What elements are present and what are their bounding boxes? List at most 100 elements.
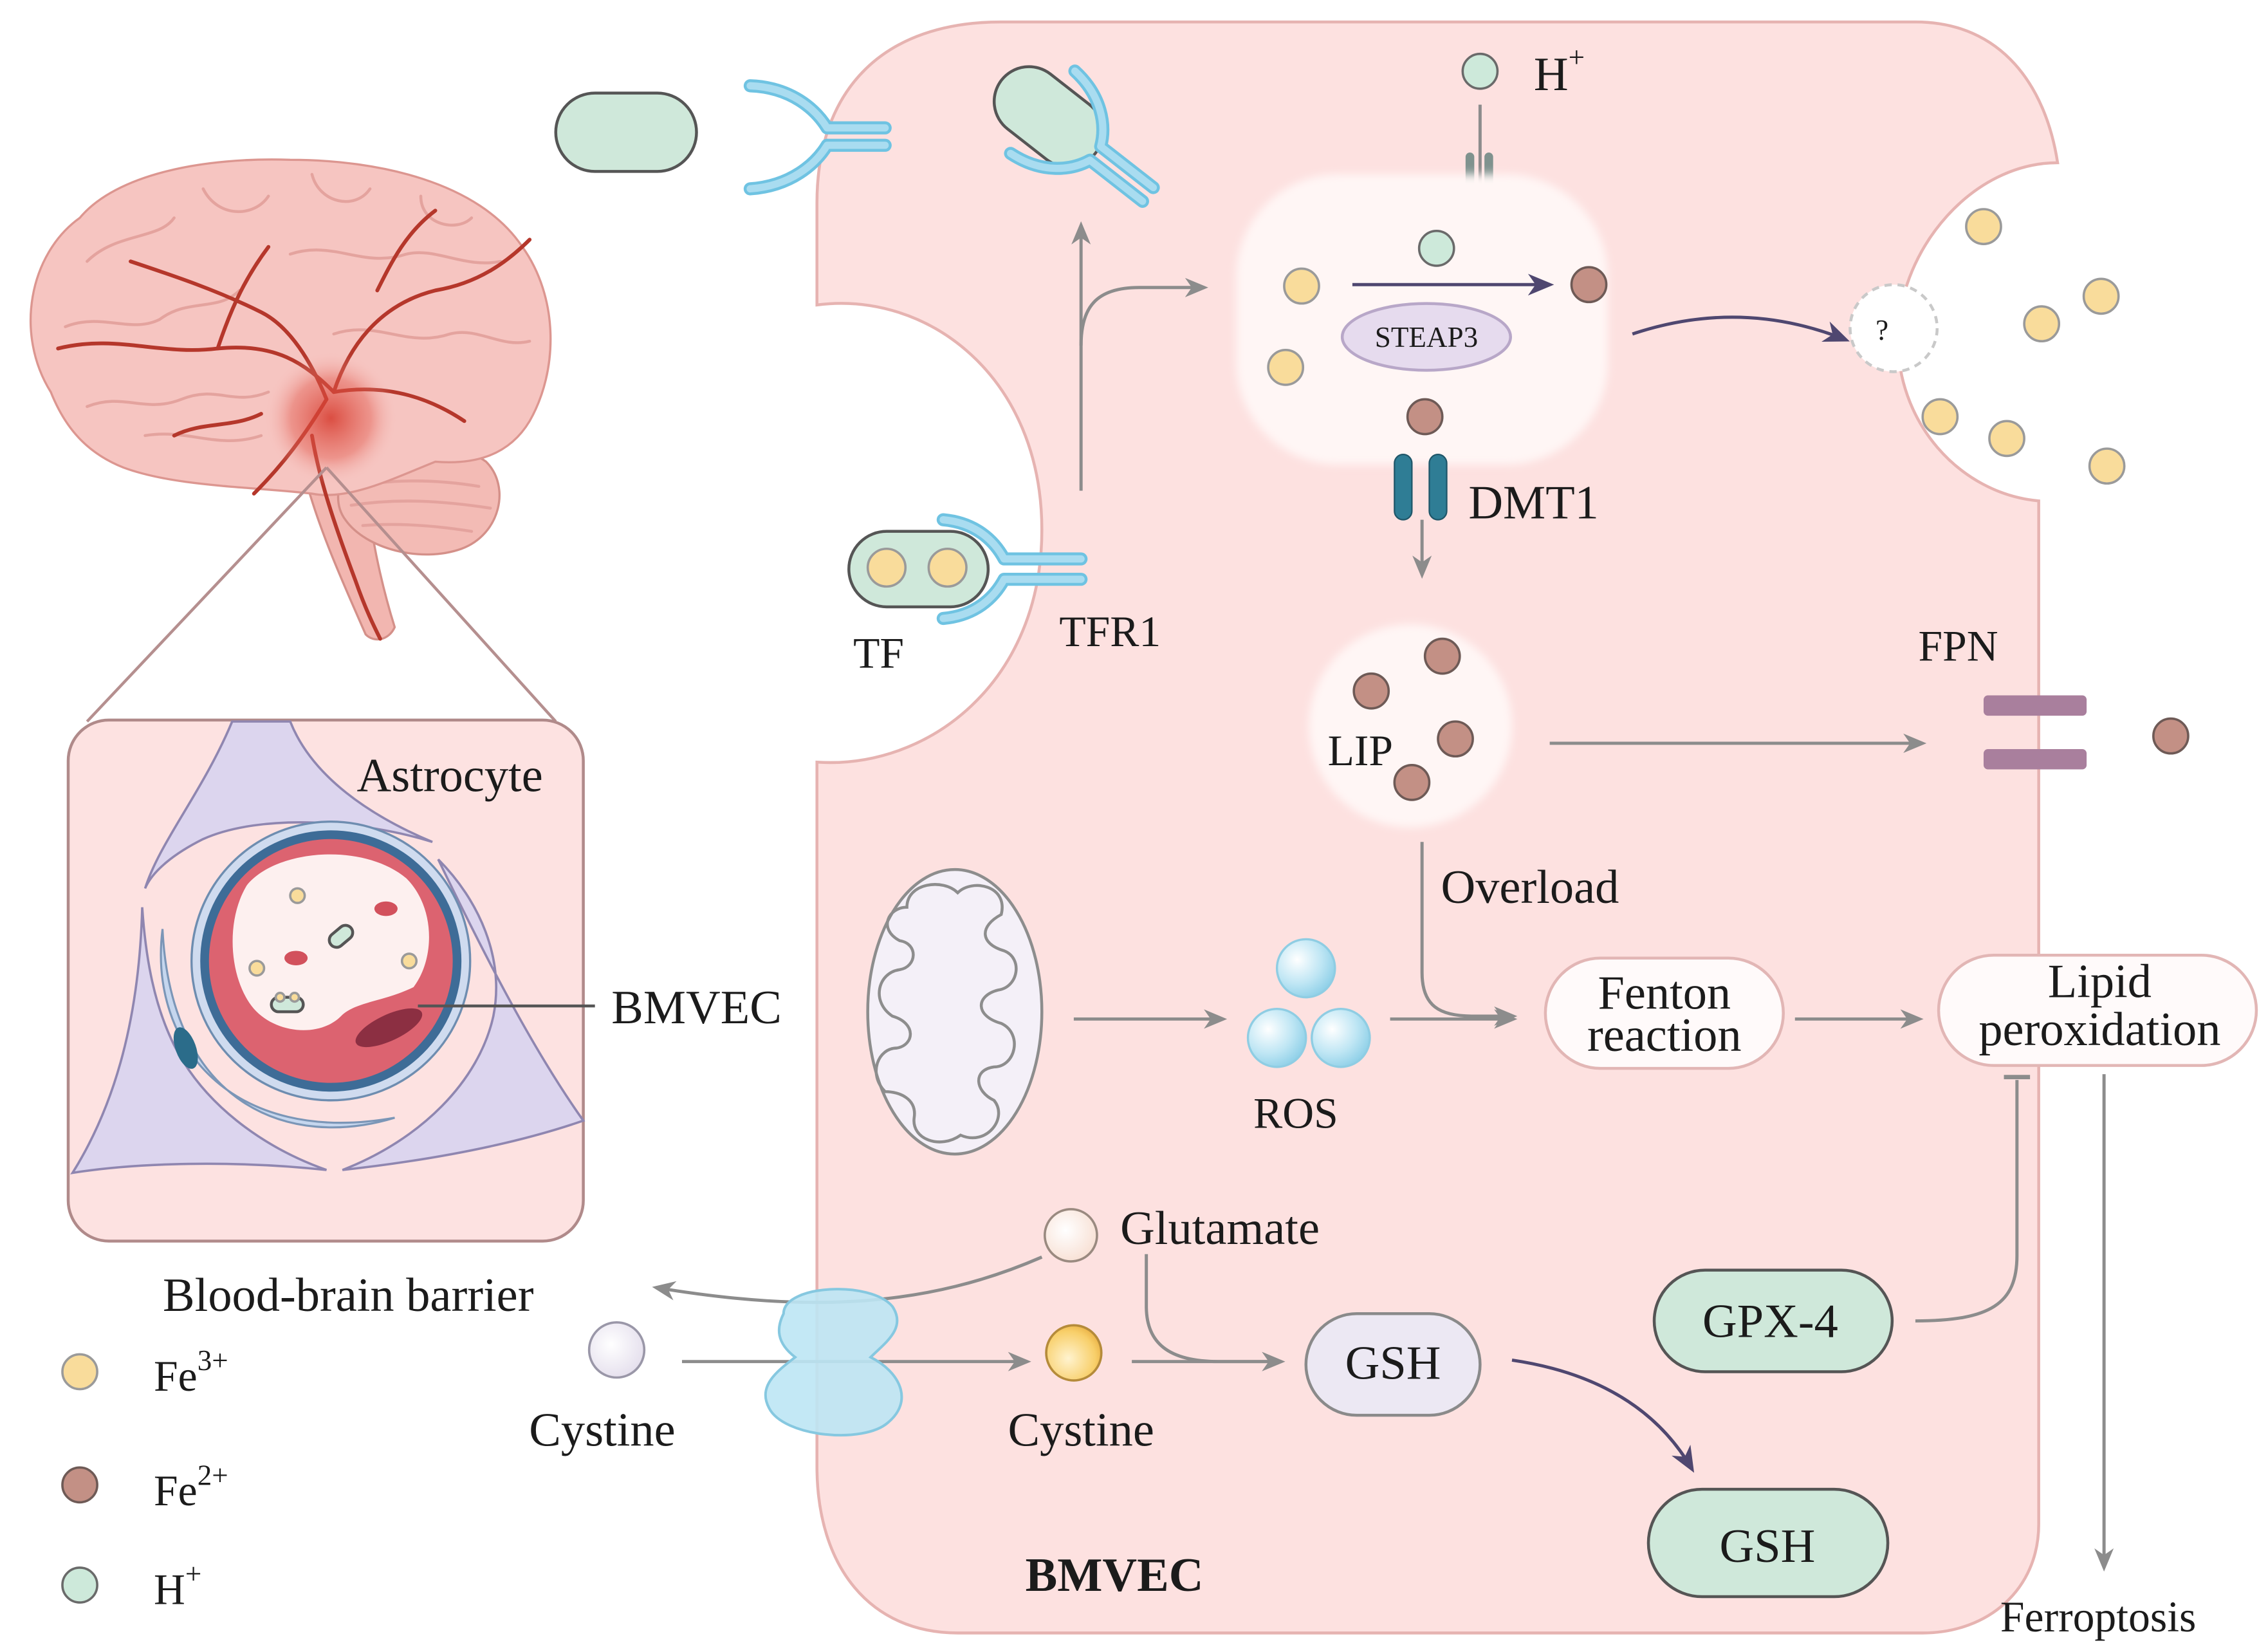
- fe3-ion: [1921, 398, 1959, 436]
- ros-bubble: [1246, 1007, 1307, 1068]
- fe2-ion: [61, 1466, 98, 1504]
- cystine-extracellular: [587, 1321, 646, 1379]
- fpn-label: FPN: [1918, 622, 1998, 670]
- cystine-extracellular-label: Cystine: [529, 1404, 675, 1457]
- glutamate-label: Glutamate: [1120, 1202, 1320, 1255]
- dmt1-label: DMT1: [1468, 476, 1599, 529]
- h-ion: [61, 1566, 98, 1604]
- bmvec-cell-label: BMVEC: [1026, 1549, 1204, 1602]
- h-ion: [1461, 52, 1499, 90]
- dmt1-channel-icon: [1394, 454, 1448, 521]
- h-ion-label: H+: [1534, 41, 1585, 101]
- ros-bubble: [1275, 938, 1336, 999]
- tfr1-label: TFR1: [1059, 608, 1161, 656]
- fpn-channel-icon: [1983, 695, 2087, 770]
- astrocyte-endfoot-top: [143, 720, 433, 889]
- astrocyte-endfoot-right: [342, 858, 585, 1171]
- brain-illustration: [29, 158, 552, 641]
- unknown-exporter-icon: [1849, 283, 1939, 373]
- lipid-label-line1: Lipid: [2048, 956, 2152, 1008]
- legend-label-fe2: Fe2+: [154, 1459, 228, 1515]
- endothelial-nucleus: [355, 1008, 423, 1048]
- fe3-ion: [2082, 277, 2120, 315]
- gsh-curve-arrow: [1511, 1358, 1695, 1473]
- steap3-label: STEAP3: [1375, 321, 1478, 353]
- fe3-ion: [1283, 267, 1320, 305]
- fe2-ion: [1352, 672, 1390, 710]
- gsh-exported-box: [1646, 1487, 1890, 1599]
- glutamate-molecule: [1043, 1208, 1098, 1263]
- legend-label-h: H+: [154, 1558, 201, 1614]
- h-ion: [1417, 230, 1455, 267]
- fe3-ion: [289, 992, 300, 1003]
- bmvec-cell: [815, 20, 2060, 1635]
- mitochondrion-cristae: [874, 883, 1018, 1144]
- labile-iron-pool: [1309, 624, 1512, 828]
- fenton-label-line1: Fenton: [1598, 967, 1731, 1020]
- fe3-ion: [61, 1353, 98, 1391]
- system-xc-transporter: [764, 1288, 903, 1437]
- transferrin-free: [554, 91, 698, 173]
- fe3-ion: [274, 992, 286, 1003]
- fe2-ion: [1406, 398, 1444, 436]
- endosome-arrow: [1079, 277, 1208, 346]
- ros-label: ROS: [1253, 1090, 1338, 1138]
- overload-label: Overload: [1441, 861, 1619, 914]
- unknown-exporter-label: ?: [1876, 314, 1888, 346]
- astrocyte-endfoot-left: [70, 907, 327, 1174]
- legend-label-fe3: Fe3+: [154, 1344, 228, 1400]
- gsh-exported-label: GSH: [1719, 1520, 1815, 1573]
- bbb-caption: Blood-brain barrier: [163, 1269, 534, 1322]
- ferroptosis-label: Ferroptosis: [2000, 1593, 2196, 1641]
- cystine-intracellular-label: Cystine: [1008, 1404, 1154, 1457]
- apo-transferrin: [992, 65, 1105, 169]
- fe2-ion: [1437, 720, 1474, 758]
- lipid-peroxidation-box: [1937, 953, 2258, 1067]
- ros-bubbles: [1246, 938, 1371, 1068]
- fe3-ion: [866, 547, 907, 588]
- fe3-ion: [2023, 305, 2061, 343]
- lesion-highlight: [264, 351, 398, 485]
- steap3-enzyme: [1340, 302, 1512, 372]
- tf-label: TF: [853, 629, 904, 678]
- fe2-ion: [1570, 266, 1608, 304]
- fe3-ion: [1267, 348, 1305, 386]
- tfr1-receptor-free: [743, 79, 892, 196]
- overload-arrow: [1420, 842, 1518, 1026]
- zoom-lines: [86, 466, 557, 723]
- gpx4-label: GPX-4: [1702, 1295, 1838, 1348]
- capillary-cross-section: [190, 821, 472, 1102]
- fe3-ion: [400, 952, 418, 970]
- cerebrum: [29, 158, 552, 496]
- ros-bubble: [1311, 1007, 1371, 1068]
- red-blood-cell: [284, 951, 308, 966]
- gsh-label: GSH: [1345, 1337, 1441, 1390]
- gpx4-inhibition-line: [1915, 1080, 2019, 1323]
- fe3-ion: [927, 547, 968, 588]
- fe3-ion: [1988, 420, 2025, 458]
- fe3-ion: [289, 887, 306, 904]
- bmvec-panel-label: BMVEC: [611, 981, 782, 1034]
- gpx4-box: [1652, 1268, 1894, 1373]
- lip-label: LIP: [1328, 727, 1393, 775]
- pericyte-nucleus: [173, 1027, 198, 1069]
- transferrin-small: [327, 923, 355, 949]
- fe3-ion: [248, 960, 266, 977]
- fe2-ion: [2152, 717, 2190, 755]
- bbb-zoom-panel: Astrocyte: [66, 718, 595, 1243]
- tf-tfr1-complex: [847, 513, 1088, 626]
- export-curve-arrow: [1632, 315, 1850, 342]
- astrocyte-label: Astrocyte: [356, 749, 542, 802]
- fe2-ion: [1423, 637, 1461, 675]
- fe3-ion: [1965, 208, 2002, 245]
- fenton-reaction-box: [1544, 956, 1785, 1070]
- mitochondrion: [866, 868, 1044, 1156]
- exported-fe3-ions: [1921, 208, 2126, 485]
- lipid-label-line2: peroxidation: [1978, 1003, 2220, 1056]
- red-blood-cell: [374, 901, 398, 916]
- cystine-intracellular: [1045, 1324, 1103, 1382]
- tf-tfr1-recycled: [992, 64, 1160, 208]
- fe2-ion: [1393, 763, 1431, 801]
- fenton-label-line2: reaction: [1587, 1009, 1742, 1062]
